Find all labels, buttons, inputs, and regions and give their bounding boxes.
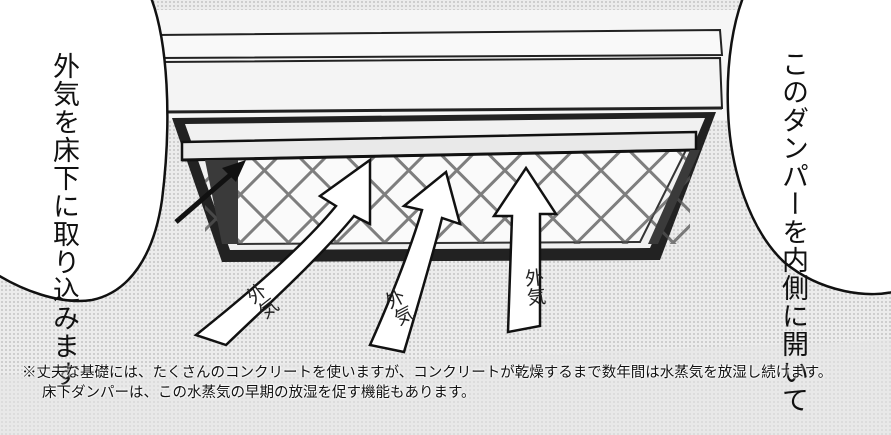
pointer-arrow: [174, 160, 246, 224]
arrow-label-3: 外気: [521, 267, 547, 308]
airflow-arrow-2: [368, 169, 462, 354]
footnote-line-1: ※丈夫な基礎には、たくさんのコンクリートを使いますが、コンクリートが乾燥するまで…: [22, 365, 833, 381]
ground-strip: [0, 340, 891, 435]
left-bubble-column-1: 外気を床下に: [48, 52, 79, 220]
left-bubble-text: 外気を床下に取り込みます: [45, 52, 81, 388]
airflow-arrow-3: [491, 165, 559, 334]
sill-beam: [153, 28, 724, 114]
speech-bubble-right: [726, 0, 891, 296]
left-bubble-column-2: 取り込みます: [48, 220, 79, 388]
footnote: ※丈夫な基礎には、たくさんのコンクリートを使いますが、コンクリートが乾燥するまで…: [22, 363, 882, 403]
airflow-arrow-1: [193, 157, 372, 347]
right-bubble-text: このダンパーを内側に開いて: [774, 50, 810, 414]
footnote-line-2: 床下ダンパーは、この水蒸気の早期の放湿を促す機能もあります。: [42, 385, 476, 401]
right-bubble-column-2: 内側に開いて: [777, 246, 808, 414]
speech-bubble-left: [0, 0, 169, 303]
right-bubble-column-1: このダンパーを: [777, 50, 808, 246]
